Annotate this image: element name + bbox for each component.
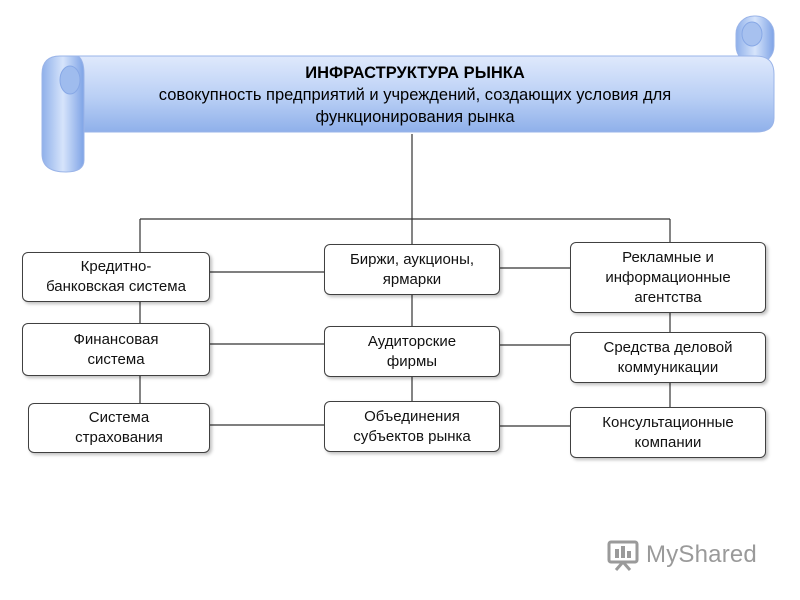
banner-subtitle: совокупность предприятий и учреждений, с…	[158, 86, 672, 126]
node-financial: Финансовая система	[22, 323, 210, 376]
watermark-logo: MyShared	[606, 538, 766, 572]
connectors	[139, 134, 671, 427]
node-advertising: Рекламные и информационные агентства	[570, 242, 766, 313]
node-exchanges: Биржи, аукционы, ярмарки	[324, 244, 500, 295]
node-consulting: Консультационные компании	[570, 407, 766, 458]
scroll-left-roll-end	[59, 65, 81, 95]
node-audit: Аудиторские фирмы	[324, 326, 500, 377]
node-insurance: Система страхования	[28, 403, 210, 453]
node-associations: Объединения субъектов рынка	[324, 401, 500, 452]
node-business-communication: Средства деловой коммуникации	[570, 332, 766, 383]
node-credit-banking: Кредитно- банковская система	[22, 252, 210, 302]
presentation-board-icon	[607, 540, 639, 571]
banner-title: ИНФРАСТРУКТУРА РЫНКА	[305, 64, 525, 82]
banner-scroll	[41, 15, 775, 173]
scroll-right-curl-end	[741, 21, 763, 47]
scroll-body	[59, 55, 775, 133]
banner-text: ИНФРАСТРУКТУРА РЫНКА совокупность предпр…	[90, 62, 740, 128]
watermark-text: MyShared	[646, 541, 757, 568]
